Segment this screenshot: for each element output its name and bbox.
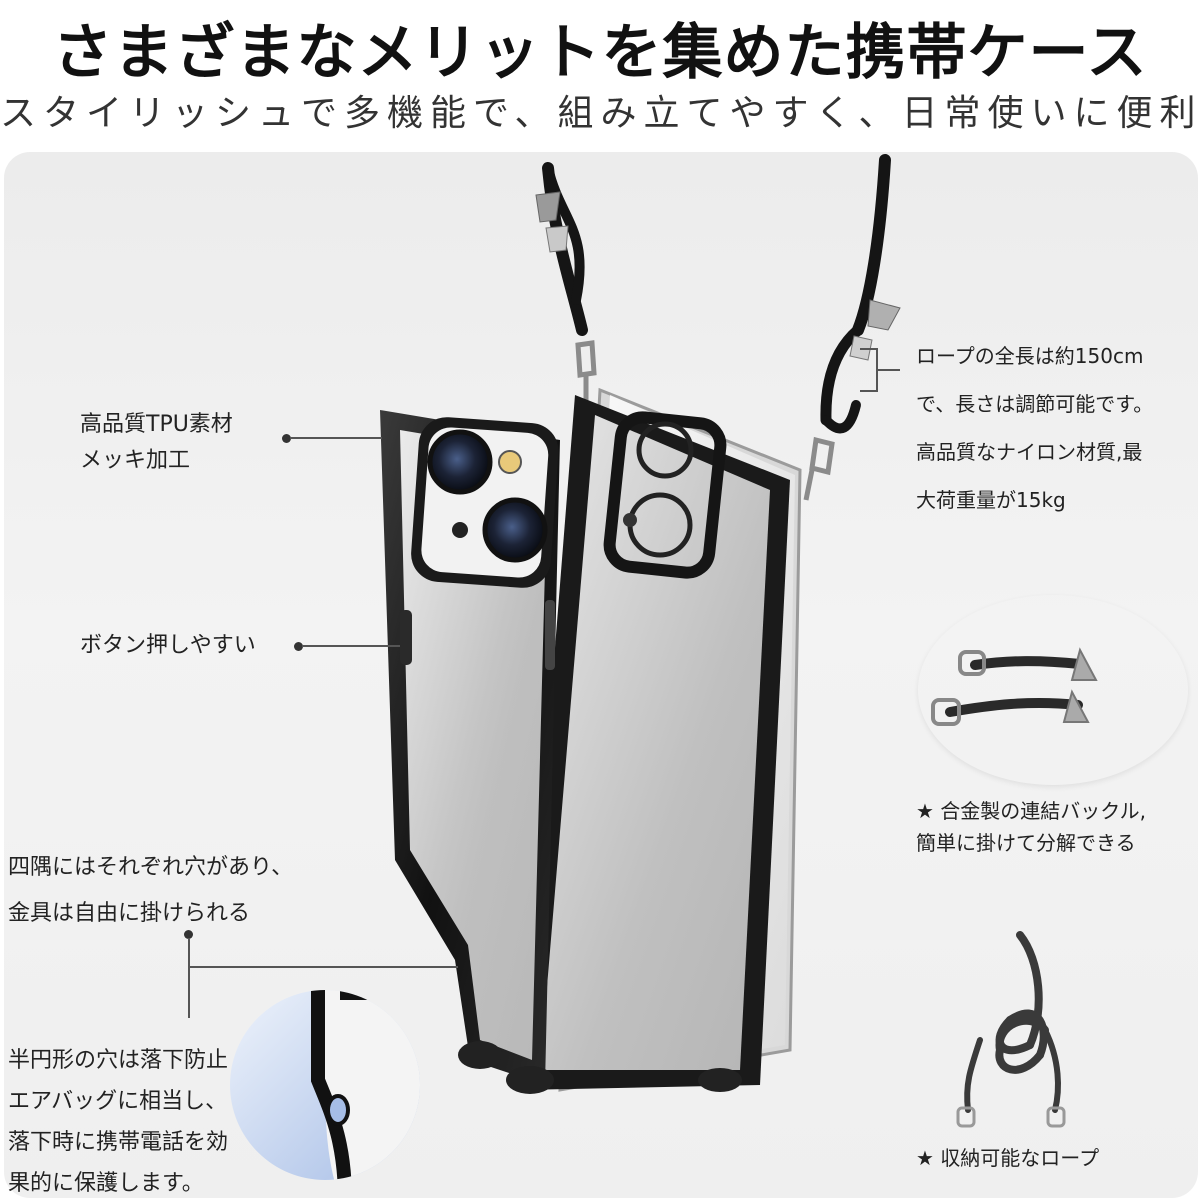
buckle-illustration — [931, 647, 1098, 726]
callout-material-line — [290, 437, 382, 439]
lanyard-rope — [542, 154, 891, 434]
callout-material-dot — [282, 434, 291, 443]
callout-buckle: ★ 合金製の連結バックル, 簡単に掛けて分解できる — [916, 795, 1146, 859]
callout-rope-line1: ロープの全長は約150cm — [916, 344, 1144, 368]
callout-storage: ★ 収納可能なロープ — [916, 1142, 1099, 1174]
callout-buttons-line1: ボタン押しやすい — [80, 633, 256, 658]
callout-rope-bracket-top — [860, 348, 878, 350]
case-middle — [520, 395, 790, 1090]
callout-buttons: ボタン押しやすい — [80, 628, 256, 664]
callout-holes-vline — [188, 938, 190, 1018]
subheadline: スタイリッシュで多機能で、組み立てやすく、日常使いに便利 — [0, 93, 1200, 134]
callout-airbag: 半円形の穴は落下防止 エアバッグに相当し、 落下時に携帯電話を効 果的に保護しま… — [8, 1040, 228, 1204]
callout-buttons-dot — [294, 642, 303, 651]
callout-buckle-line2: 簡単に掛けて分解できる — [916, 831, 1136, 855]
case-corners — [458, 1041, 742, 1094]
callout-material-line1: 高品質TPU素材 — [80, 412, 233, 437]
callout-buttons-line — [302, 645, 400, 647]
callout-rope: ロープの全長は約150cm で、長さは調節可能です。 高品質なナイロン材質,最 … — [916, 332, 1153, 524]
callout-holes-dot — [184, 930, 193, 939]
callout-material: 高品質TPU素材 メッキ加工 — [80, 407, 233, 479]
callout-rope-bracket-bottom — [860, 390, 878, 392]
coiled-rope-illustration — [956, 931, 1066, 1128]
buckle-circle — [918, 595, 1188, 785]
callout-holes: 四隅にはそれぞれ穴があり、 金具は自由に掛けられる — [8, 845, 293, 937]
callout-airbag-line3: 落下時に携帯電話を効 — [8, 1130, 229, 1155]
callout-airbag-line4: 果的に保護します。 — [8, 1171, 204, 1196]
callout-holes-line2: 金具は自由に掛けられる — [8, 901, 251, 926]
rope-stoppers — [535, 191, 901, 361]
callout-holes-hline — [188, 966, 458, 968]
callout-rope-line3: 高品質なナイロン材質,最 — [916, 440, 1143, 464]
callout-airbag-line1: 半円形の穴は落下防止 — [8, 1048, 229, 1073]
callout-storage-line1: ★ 収納可能なロープ — [916, 1146, 1100, 1170]
case-front — [380, 410, 560, 1085]
callout-holes-line1: 四隅にはそれぞれ穴があり、 — [8, 855, 294, 880]
callout-rope-line4: 大荷重量が15kg — [916, 488, 1066, 512]
callout-airbag-line2: エアバッグに相当し、 — [8, 1089, 228, 1114]
callout-rope-line2: で、長さは調節可能です。 — [916, 392, 1154, 416]
callout-buckle-line1: ★ 合金製の連結バックル, — [916, 799, 1147, 823]
callout-rope-bracket-tick — [876, 369, 900, 371]
callout-material-line2: メッキ加工 — [80, 448, 191, 473]
headline: さまざまなメリットを集めた携帯ケース — [52, 18, 1148, 88]
